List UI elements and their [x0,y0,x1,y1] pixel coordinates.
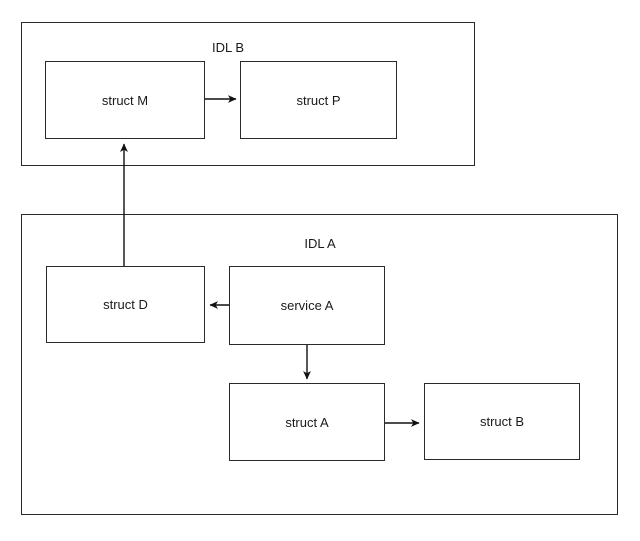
node-struct-d[interactable]: struct D [46,266,205,343]
node-struct-m[interactable]: struct M [45,61,205,139]
node-label-service-a: service A [280,298,334,313]
node-label-struct-m: struct M [101,92,149,108]
group-label-idl-a: IDL A [304,236,336,251]
group-label-idl-b: IDL B [211,40,245,55]
node-label-struct-a: struct A [285,414,329,430]
node-label-struct-b: struct B [479,414,525,429]
node-label-struct-d: struct D [103,297,148,312]
node-struct-p[interactable]: struct P [240,61,397,139]
node-label-struct-p: struct P [296,92,341,108]
node-struct-a[interactable]: struct A [229,383,385,461]
node-struct-b[interactable]: struct B [424,383,580,460]
group-box-idl-a[interactable] [21,214,618,515]
node-service-a[interactable]: service A [229,266,385,345]
